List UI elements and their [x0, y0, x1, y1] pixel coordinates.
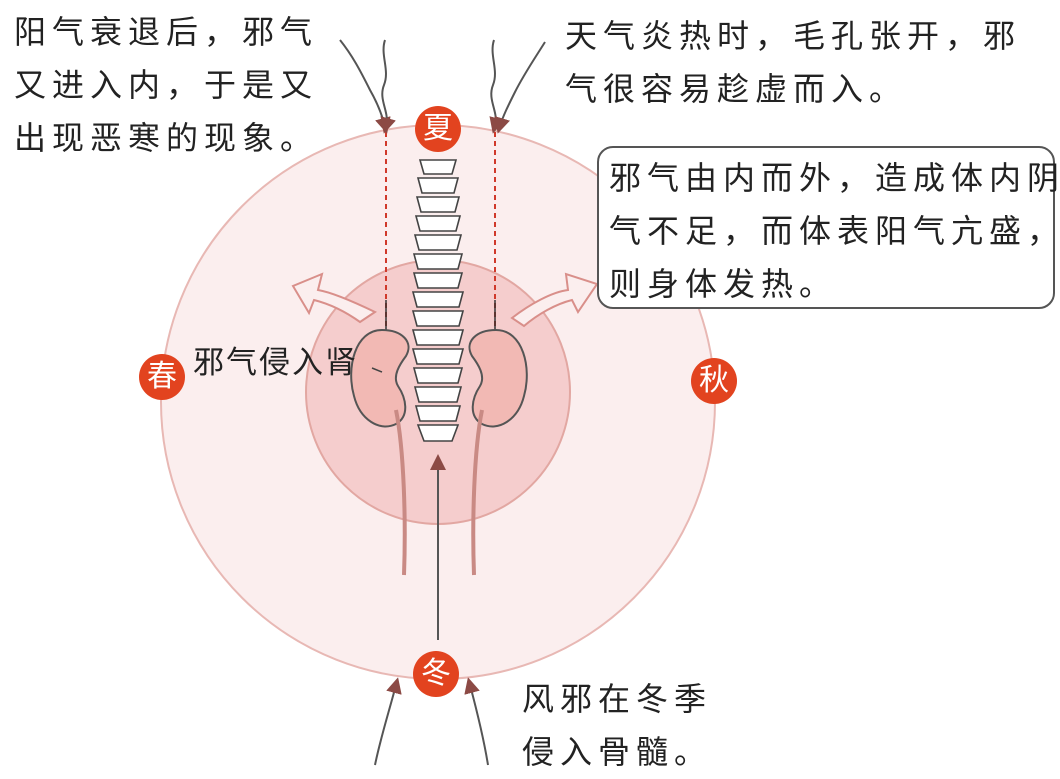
callout-text: 邪气由内而外，造成体内阴 气不足，而体表阳气亢盛， 则身体发热。 [609, 152, 1060, 311]
annotation-top-right: 天气炎热时，毛孔张开，邪 气很容易趁虚而入。 [565, 10, 1021, 116]
season-badge-autumn: 秋 [691, 358, 737, 404]
kidney-label-pointer [371, 367, 383, 373]
outward-heat-arrows [291, 272, 599, 328]
season-badge-summer: 夏 [415, 106, 461, 152]
annotation-bottom-right-line-1: 风邪在冬季 [522, 680, 713, 718]
annotation-top-left-line-3: 出现恶寒的现象。 [14, 119, 319, 157]
annotation-top-left: 阳气衰退后，邪气 又进入内，于是又 出现恶寒的现象。 [14, 6, 318, 165]
kidney-invasion-label: 邪气侵入肾 [193, 345, 358, 381]
season-badge-winter: 冬 [413, 651, 459, 697]
arrow-bottom-left [374, 677, 402, 766]
arrow-bottom-right [464, 677, 489, 766]
wavy-arrow-top-center-left [380, 39, 396, 134]
annotation-top-right-line-1: 天气炎热时，毛孔张开，邪 [565, 17, 1022, 55]
kidney-right [468, 328, 528, 428]
season-spring-label: 春 [147, 359, 177, 394]
season-winter-label: 冬 [421, 656, 451, 691]
ureter-right [471, 409, 484, 576]
callout-line-3: 则身体发热。 [609, 265, 838, 303]
season-autumn-label: 秋 [699, 363, 729, 398]
fever-callout-box: 邪气由内而外，造成体内阴 气不足，而体表阳气亢盛， 则身体发热。 [597, 146, 1059, 309]
annotation-bottom-right-line-2: 侵入骨髓。 [522, 733, 713, 771]
annotation-bottom-right: 风邪在冬季 侵入骨髓。 [522, 673, 712, 779]
annotation-top-right-line-2: 气很容易趁虚而入。 [565, 70, 908, 108]
season-summer-label: 夏 [423, 111, 453, 146]
season-badge-spring: 春 [139, 354, 185, 400]
wavy-arrow-top-left [339, 39, 391, 134]
kidney-left [350, 328, 410, 428]
wavy-arrow-top-center-right [489, 39, 505, 134]
spine-illustration [411, 159, 465, 442]
wavy-arrow-top-right [494, 41, 546, 134]
callout-line-2: 气不足，而体表阳气亢盛， [609, 212, 1060, 250]
ureter-left [394, 409, 407, 576]
callout-line-1: 邪气由内而外，造成体内阴 [609, 159, 1060, 197]
annotation-top-left-line-1: 阳气衰退后，邪气 [14, 13, 319, 51]
annotation-top-left-line-2: 又进入内，于是又 [14, 66, 319, 104]
